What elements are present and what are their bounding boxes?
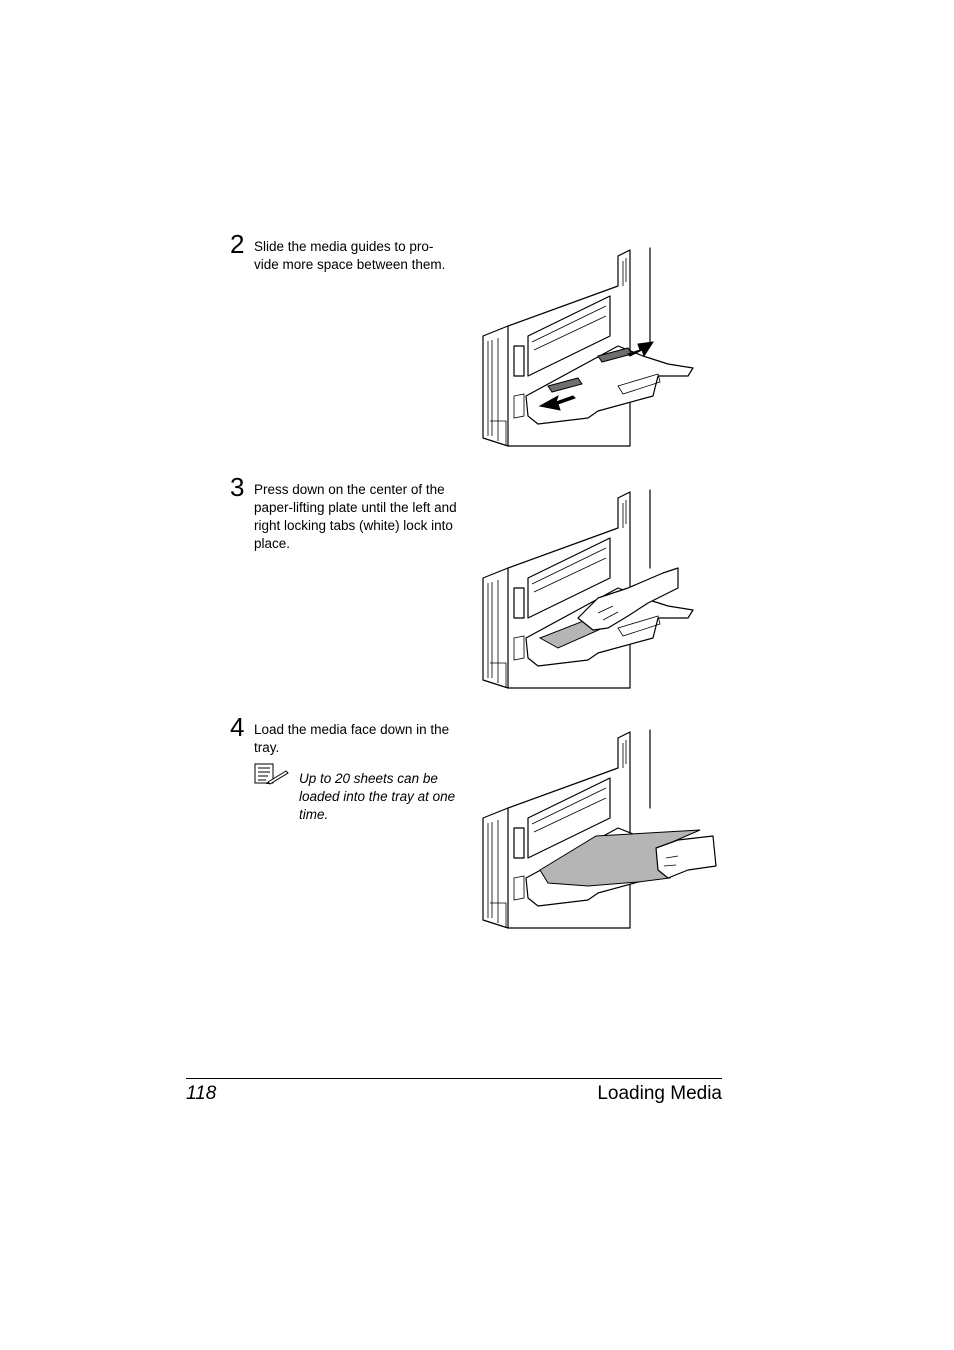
step-2-number: 2 bbox=[230, 229, 245, 259]
note-text: Up to 20 sheets can be loaded into the t… bbox=[299, 771, 456, 822]
step-4-text: Load the media face down in the tray. bbox=[254, 722, 450, 755]
step-2-text: Slide the media guides to pro- vide more… bbox=[254, 239, 446, 272]
footer-rule bbox=[186, 1078, 722, 1079]
step-4-number: 4 bbox=[230, 712, 245, 742]
note-pencil-icon bbox=[254, 763, 289, 785]
step-3-number: 3 bbox=[230, 472, 245, 502]
page-number: 118 bbox=[186, 1083, 217, 1104]
illustration-press-lifting-plate bbox=[482, 489, 694, 689]
illustration-slide-media-guides bbox=[482, 247, 694, 447]
section-title: Loading Media bbox=[597, 1083, 722, 1104]
step-3-text: Press down on the center of the paper-li… bbox=[254, 482, 457, 551]
illustration-load-media bbox=[482, 729, 717, 929]
